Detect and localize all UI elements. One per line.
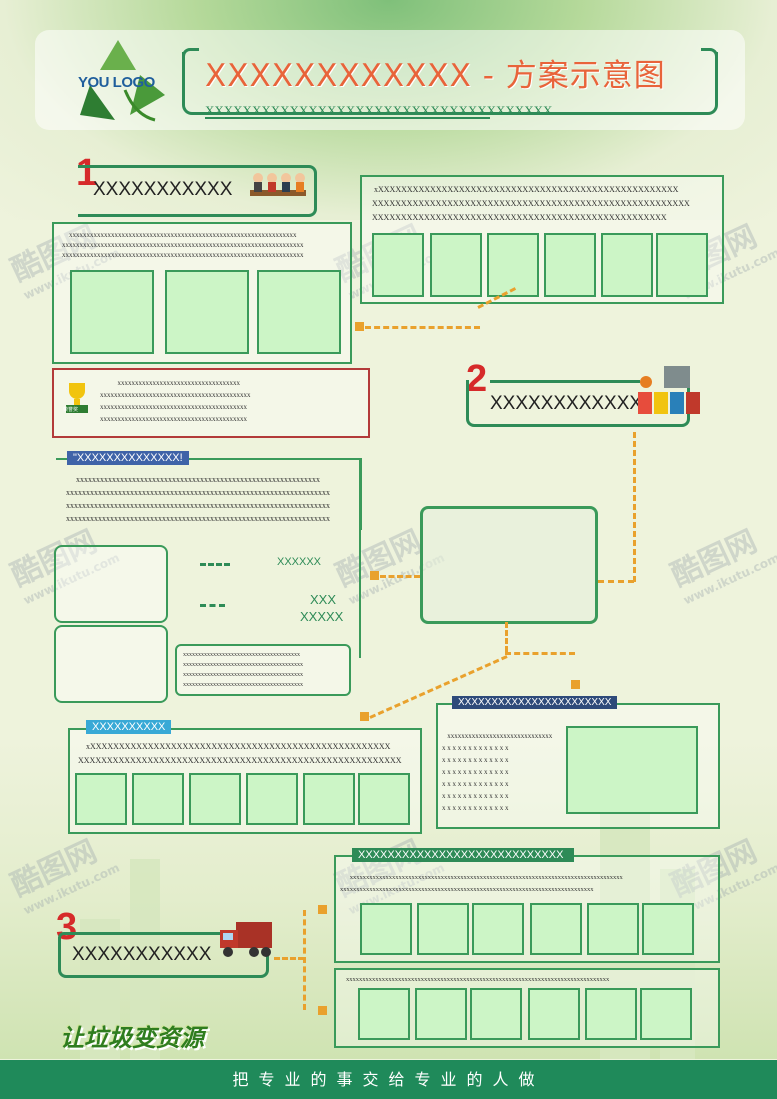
content-text: xxxxxxxxxxxxxxxxxxxxxxxxxxxxxxxxxxxxxxx … [183,652,303,688]
image-placeholder [54,545,168,623]
image-placeholder [75,773,127,825]
recycle-bins-icon [638,366,700,414]
image-placeholder [566,726,698,814]
image-placeholder [257,270,341,354]
award-text: xxxxxxxxxxxxxxxxxxxxxxxxxxxxxxxxxxx xxxx… [100,379,251,423]
image-placeholder [372,233,424,297]
side-label: XXXXXX [277,556,322,568]
image-placeholder [544,233,596,297]
image-placeholder [656,233,708,297]
list-text: xxxxxxxxxxxxxxxxxxxxxxxxxxxxxx x x x x x… [442,732,553,812]
connector-node [571,680,580,689]
connector-line [303,910,306,1010]
truck-icon [220,922,272,957]
slogan: 让垃圾变资源 [60,1024,204,1052]
connector-node [318,905,327,914]
award-badge-text: 荣誉奖 [63,407,79,413]
image-placeholder [360,903,412,955]
content-text: xxxxxxxxxxxxxxxxxxxxxxxxxxxxxxxxxxxxxxxx… [340,874,623,893]
logo-text: YOU LOGO [78,74,155,91]
content-text: xxxxxxxxxxxxxxxxxxxxxxxxxxxxxxxxxxxxxxxx… [346,976,610,983]
connector-line [505,622,508,652]
image-placeholder [472,903,524,955]
section-3-label: XXXXXXXXXXX [72,944,212,965]
image-placeholder [487,233,539,297]
connector-node [360,712,369,721]
section-2-number: 2 [466,358,488,400]
image-placeholder [54,625,168,703]
connector-line [274,957,304,960]
image-placeholder [165,270,249,354]
image-placeholder [530,903,582,955]
image-placeholder [585,988,637,1040]
content-box [175,644,351,696]
meeting-people-icon [250,173,306,196]
recycle-logo-icon [80,40,165,122]
connector-line [380,575,420,578]
title-frame [182,48,718,115]
image-placeholder [358,773,410,825]
section-1-label: XXXXXXXXXXX [93,179,233,200]
content-text: xXXXXXXXXXXXXXXXXXXXXXXXXXXXXXXXXXXXXXXX… [78,742,402,765]
connector-node [370,571,379,580]
image-placeholder [642,903,694,955]
connector-line [505,652,575,655]
image-placeholder [430,233,482,297]
subtitle-underline [205,117,490,119]
quote-tag: "XXXXXXXXXXXXXX! [67,451,189,465]
image-placeholder [189,773,241,825]
quote-frame-edge [359,458,361,658]
connector-line [365,326,480,329]
image-placeholder [640,988,692,1040]
connector-line [633,432,636,582]
image-placeholder [470,988,522,1040]
section-2-tag: XXXXXXXXXXXXXXXXXXXXXXX [452,696,618,709]
building-silhouette [130,859,160,1059]
quote-frame [56,458,362,530]
image-placeholder [601,233,653,297]
connector-line [200,563,230,566]
image-placeholder [528,988,580,1040]
side-label: XXX [310,592,337,607]
section-2-frame-top [490,380,640,383]
connector-line [598,580,634,583]
award-box [52,368,370,438]
section-1-number: 1 [76,152,98,194]
connector-node [318,1006,327,1015]
image-placeholder [132,773,184,825]
footer-banner: 把专业的事交给专业的人做 [0,1060,777,1099]
section-1-frame [78,165,317,217]
image-placeholder [246,773,298,825]
connector-line [200,604,225,607]
image-placeholder [415,988,467,1040]
image-placeholder [587,903,639,955]
feature-image-placeholder [420,506,598,624]
section-2-label: XXXXXXXXXXXX [490,393,643,414]
blue-tag: XXXXXXXXXX [86,720,172,734]
side-label: XXXXX [300,609,344,624]
image-placeholder [358,988,410,1040]
trophy-icon [66,383,88,413]
content-text: xxxxxxxxxxxxxxxxxxxxxxxxxxxxxxxxxxxxxxxx… [62,231,304,259]
page-subtitle: XXXXXXXXXXXXXXXXXXXXXXXXXXXXXXXXXXXXX [205,103,553,118]
image-placeholder [417,903,469,955]
building-silhouette [80,919,120,1059]
image-placeholder [303,773,355,825]
quote-text: xxxxxxxxxxxxxxxxxxxxxxxxxxxxxxxxxxxxxxxx… [66,475,330,523]
connector-node [355,322,364,331]
content-text: xXXXXXXXXXXXXXXXXXXXXXXXXXXXXXXXXXXXXXXX… [372,185,690,222]
image-placeholder [70,270,154,354]
page-title: XXXXXXXXXXXX - 方案示意图 [205,58,666,94]
section-3-tag: XXXXXXXXXXXXXXXXXXXXXXXXXXXX [352,848,574,862]
